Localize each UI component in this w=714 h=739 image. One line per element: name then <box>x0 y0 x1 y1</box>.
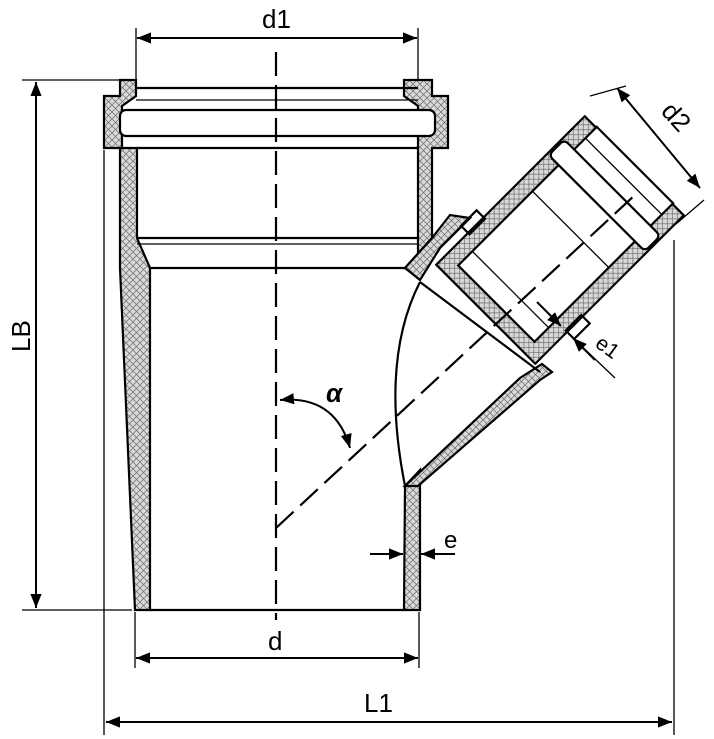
dimension-l1: L1 <box>103 150 675 735</box>
dimension-lb: LB <box>6 79 132 611</box>
branch-lower-wall <box>402 362 554 488</box>
dimension-d1: d1 <box>135 4 419 80</box>
label-e1: e1 <box>591 331 623 363</box>
seal-ring <box>118 108 437 138</box>
label-d1: d1 <box>262 4 291 34</box>
label-d2: d2 <box>656 96 698 138</box>
label-d: d <box>268 626 282 656</box>
dimension-e: e <box>370 527 457 560</box>
label-l1: L1 <box>364 688 393 718</box>
label-lb: LB <box>6 320 36 352</box>
left-wall <box>102 78 152 612</box>
branch-seal-ring <box>549 140 660 251</box>
label-e: e <box>444 527 457 554</box>
right-wall-pipe <box>402 467 422 612</box>
branch-pipe <box>394 114 686 488</box>
dimension-d: d <box>134 612 420 668</box>
branch-axis <box>275 194 636 529</box>
label-alpha: α <box>326 378 344 408</box>
angle-alpha: α <box>279 378 352 449</box>
